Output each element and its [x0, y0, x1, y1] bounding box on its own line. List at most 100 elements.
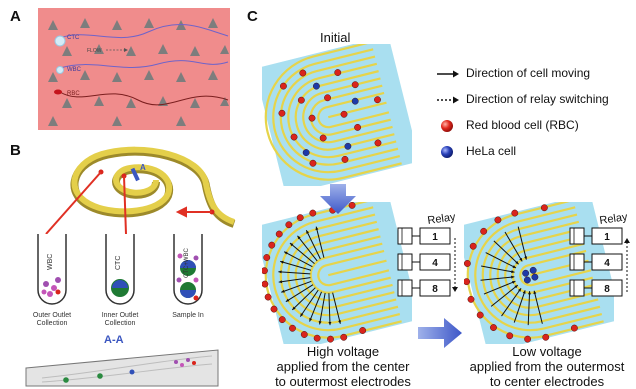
relay-terminal: [397, 253, 413, 271]
rbc-cell: [327, 335, 334, 343]
rbc-cell: [464, 278, 470, 286]
hela-cell: [523, 276, 531, 284]
electrode-ring: [302, 235, 393, 302]
section-marker: A: [140, 163, 146, 172]
cell-motion-arrow: [291, 287, 316, 311]
cell-motion-arrow: [483, 280, 516, 295]
electrode-ring: [287, 62, 397, 159]
electrode-ring: [294, 70, 395, 151]
electrode-ring: [294, 228, 395, 309]
rbc-cell: [308, 114, 316, 122]
relay-number: 1: [604, 232, 610, 243]
chip-initial: [262, 44, 412, 186]
caption-low-voltage: Low voltage applied from the outermost t…: [458, 344, 636, 389]
rbc-cell: [540, 204, 548, 212]
outer-outlet-caption: Outer Outlet Collection: [20, 312, 84, 328]
cell-motion-arrow: [490, 284, 519, 307]
cell-motion-arrow: [297, 235, 318, 262]
cell-motion-arrowhead: [524, 256, 528, 260]
electrode-ring: [317, 249, 390, 287]
legend-solid-arrow-icon: [437, 70, 459, 78]
panel-a-diagram: CTC FLOW WBC RBC: [38, 8, 230, 130]
rbc-cell: [374, 139, 382, 147]
relay-terminal: [569, 227, 585, 245]
cell-motion-arrow: [493, 240, 519, 265]
cell-motion-arrowhead: [328, 321, 332, 326]
relay-terminal: [397, 227, 413, 245]
rbc-label: RBC: [67, 91, 80, 97]
sample-in-caption-line1: Sample In: [172, 312, 204, 319]
cross-section-view: [25, 349, 219, 387]
sample-in-caption: Sample In: [156, 312, 220, 320]
relay-switch-box: [419, 279, 451, 297]
cell-motion-arrowhead: [511, 280, 516, 284]
relay-switch-box: [591, 253, 623, 271]
flow-arrow-head: [124, 48, 128, 52]
cell-motion-arrow: [485, 252, 517, 269]
panel-b-spiral-chip: A: [45, 146, 236, 234]
caption-high-line3: to outermost electrodes: [275, 374, 411, 389]
panel-a-background: [38, 8, 230, 130]
legend-red-dot-icon: [441, 120, 453, 132]
rbc-cell: [511, 209, 519, 217]
electrode-center: [328, 101, 387, 119]
cell-motion-arrow: [533, 290, 543, 324]
rbc-cell: [289, 324, 296, 332]
rbc-cell: [299, 69, 307, 77]
cell-motion-arrowhead: [318, 321, 322, 325]
rbc-cell: [300, 331, 308, 338]
cell-motion-arrowhead: [284, 251, 288, 255]
cell-motion-arrow: [309, 291, 322, 322]
rbc-cell: [542, 333, 550, 341]
rbc-cell: [263, 254, 271, 261]
cell-motion-arrowhead: [518, 288, 522, 292]
hela-cell: [313, 82, 320, 90]
rbc-cell: [506, 332, 514, 340]
relay-terminal: [569, 279, 585, 297]
wbc-path: [59, 60, 229, 69]
rbc-cell: [340, 333, 348, 341]
relay-number: 4: [604, 258, 610, 269]
cell-motion-arrow: [319, 292, 326, 325]
rbc-cell: [290, 133, 298, 141]
rbc-cell: [324, 94, 331, 102]
pillar-array: [48, 18, 229, 126]
rbc-cell: [275, 230, 283, 238]
rbc-cell: [262, 267, 268, 275]
cell-motion-arrowhead: [514, 285, 518, 289]
rbc-cell: [354, 123, 362, 131]
hela-cell: [529, 266, 537, 274]
rbc-cell: [334, 69, 342, 76]
relay-title: Relay: [599, 212, 629, 227]
tube-sample-in: CTC+WBC: [173, 234, 203, 305]
tube-inner-outlet: CTC: [105, 234, 135, 305]
rbc-cell: [270, 305, 278, 313]
relay-number: 4: [432, 258, 438, 269]
ctc-cell-icon: [54, 35, 66, 47]
electrode-ring: [496, 228, 597, 309]
cell-motion-arrowhead: [285, 298, 290, 302]
electrode-ring: [317, 91, 390, 129]
relay-terminal: [397, 279, 413, 297]
tube-sample-label: CTC+WBC: [184, 248, 190, 279]
relay-title: Relay: [427, 212, 457, 227]
cell-motion-arrow: [278, 271, 311, 275]
caption-low-line1: Low voltage: [512, 344, 582, 359]
outer-outlet-caption-line2: Collection: [36, 320, 68, 327]
chip-high-voltage: [262, 202, 412, 344]
cell-motion-arrowhead: [511, 275, 515, 279]
caption-low-line3: to center electrodes: [489, 374, 605, 389]
rbc-cell: [278, 316, 286, 324]
rbc-cell: [280, 82, 287, 90]
cell-motion-arrow: [480, 276, 515, 281]
rbc-cell: [313, 334, 321, 342]
electrode-ring: [309, 242, 391, 294]
rbc-cell: [285, 221, 293, 229]
inner-outlet-caption: Inner Outlet Collection: [88, 312, 152, 328]
cell-motion-arrow: [504, 231, 523, 262]
cell-motion-arrowhead: [527, 291, 531, 295]
electrode-center: [328, 259, 387, 277]
rbc-cell: [494, 216, 502, 224]
cell-motion-arrow: [299, 289, 319, 317]
panel-label-c: C: [247, 8, 258, 25]
